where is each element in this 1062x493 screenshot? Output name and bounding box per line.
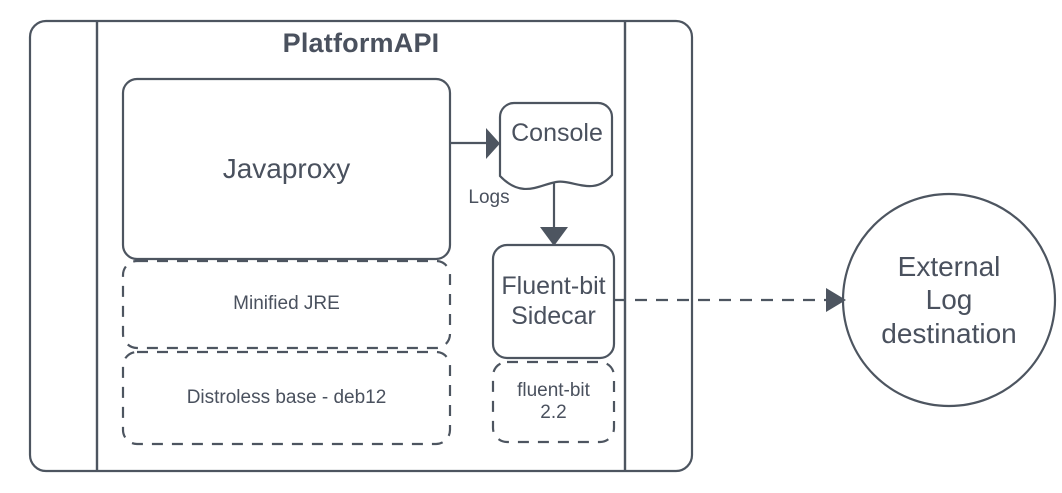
sidecar-to-external-arrowhead bbox=[826, 288, 846, 312]
distroless-base-box[interactable] bbox=[121, 350, 452, 446]
javaproxy-box[interactable] bbox=[121, 77, 452, 261]
minified-jre-box[interactable] bbox=[121, 259, 452, 350]
fluentbit-version-box[interactable] bbox=[491, 360, 616, 444]
fluentbit-sidecar-box[interactable] bbox=[491, 243, 616, 360]
console-to-sidecar-arrowhead bbox=[540, 227, 568, 246]
javaproxy-to-console-arrowhead bbox=[486, 128, 500, 159]
external-log-destination-circle[interactable] bbox=[841, 192, 1057, 408]
console-document-shape[interactable] bbox=[498, 101, 614, 191]
